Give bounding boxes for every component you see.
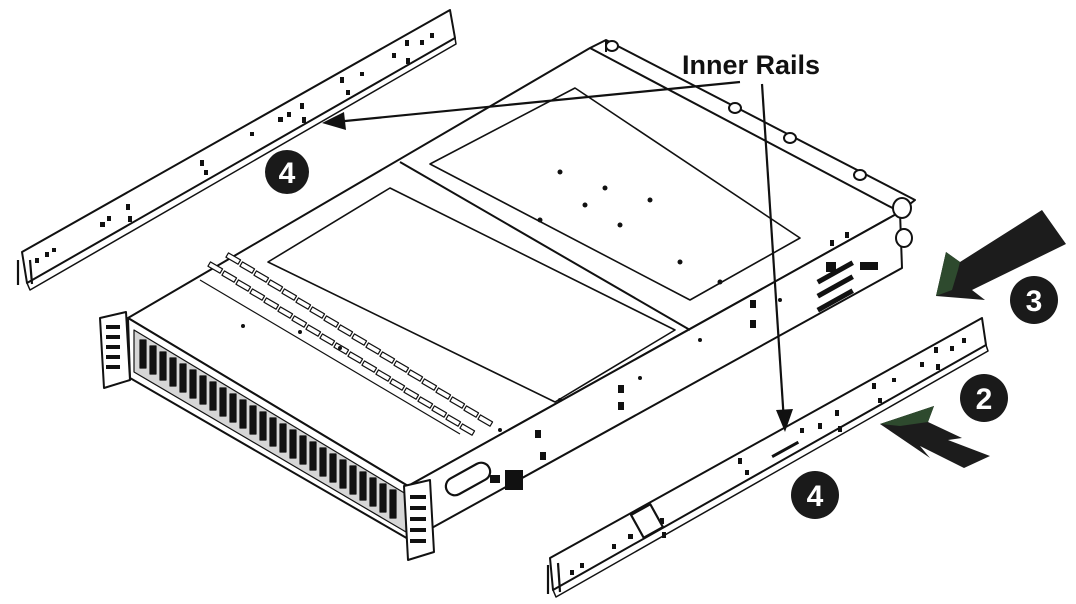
step-badge-2: 2 <box>960 374 1008 422</box>
step-badge-3: 3 <box>1010 276 1058 324</box>
push-arrow-2-icon <box>880 406 990 468</box>
inner-rail-left <box>16 9 457 291</box>
step-badge-4-top: 4 <box>265 150 309 194</box>
step-number: 4 <box>279 157 296 190</box>
server-chassis <box>99 39 916 561</box>
step-badge-4-bottom: 4 <box>791 471 839 519</box>
rack-ears <box>99 311 435 561</box>
inner-rails-label: Inner Rails <box>682 50 820 80</box>
step-number: 3 <box>1026 285 1043 318</box>
leader-lines <box>334 80 786 423</box>
drive-bays <box>133 329 407 533</box>
arrowhead-left-icon <box>322 112 346 130</box>
inner-rail-right <box>546 317 989 598</box>
step-number: 4 <box>807 480 824 513</box>
step-number: 2 <box>976 383 993 416</box>
arrowhead-down-icon <box>776 409 793 432</box>
push-arrow-3-icon <box>936 210 1066 300</box>
